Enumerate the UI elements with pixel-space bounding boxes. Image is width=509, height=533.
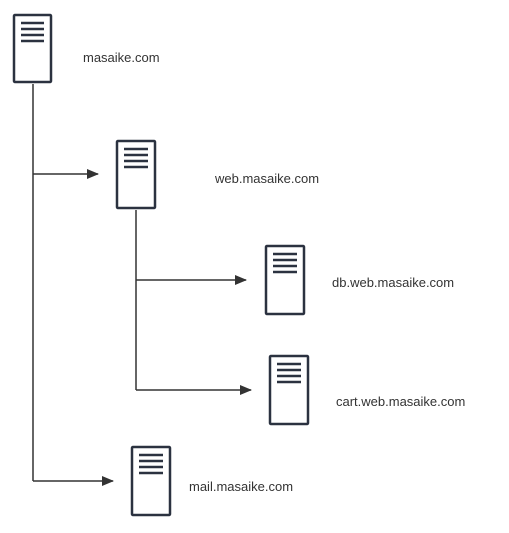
- server-node-root[interactable]: [12, 13, 53, 84]
- server-node-mail[interactable]: [130, 445, 172, 517]
- label-cart: cart.web.masaike.com: [336, 394, 465, 409]
- server-icon: [12, 13, 53, 84]
- label-mail: mail.masaike.com: [189, 479, 293, 494]
- server-icon: [264, 244, 306, 316]
- server-node-web[interactable]: [115, 139, 157, 210]
- label-web: web.masaike.com: [214, 171, 319, 186]
- server-icon: [268, 354, 310, 426]
- server-node-db[interactable]: [264, 244, 306, 316]
- server-icon: [130, 445, 172, 517]
- label-root: masaike.com: [83, 50, 160, 65]
- connectors: [32, 84, 252, 486]
- label-db: db.web.masaike.com: [332, 275, 454, 290]
- server-node-cart[interactable]: [268, 354, 310, 426]
- server-icon: [115, 139, 157, 210]
